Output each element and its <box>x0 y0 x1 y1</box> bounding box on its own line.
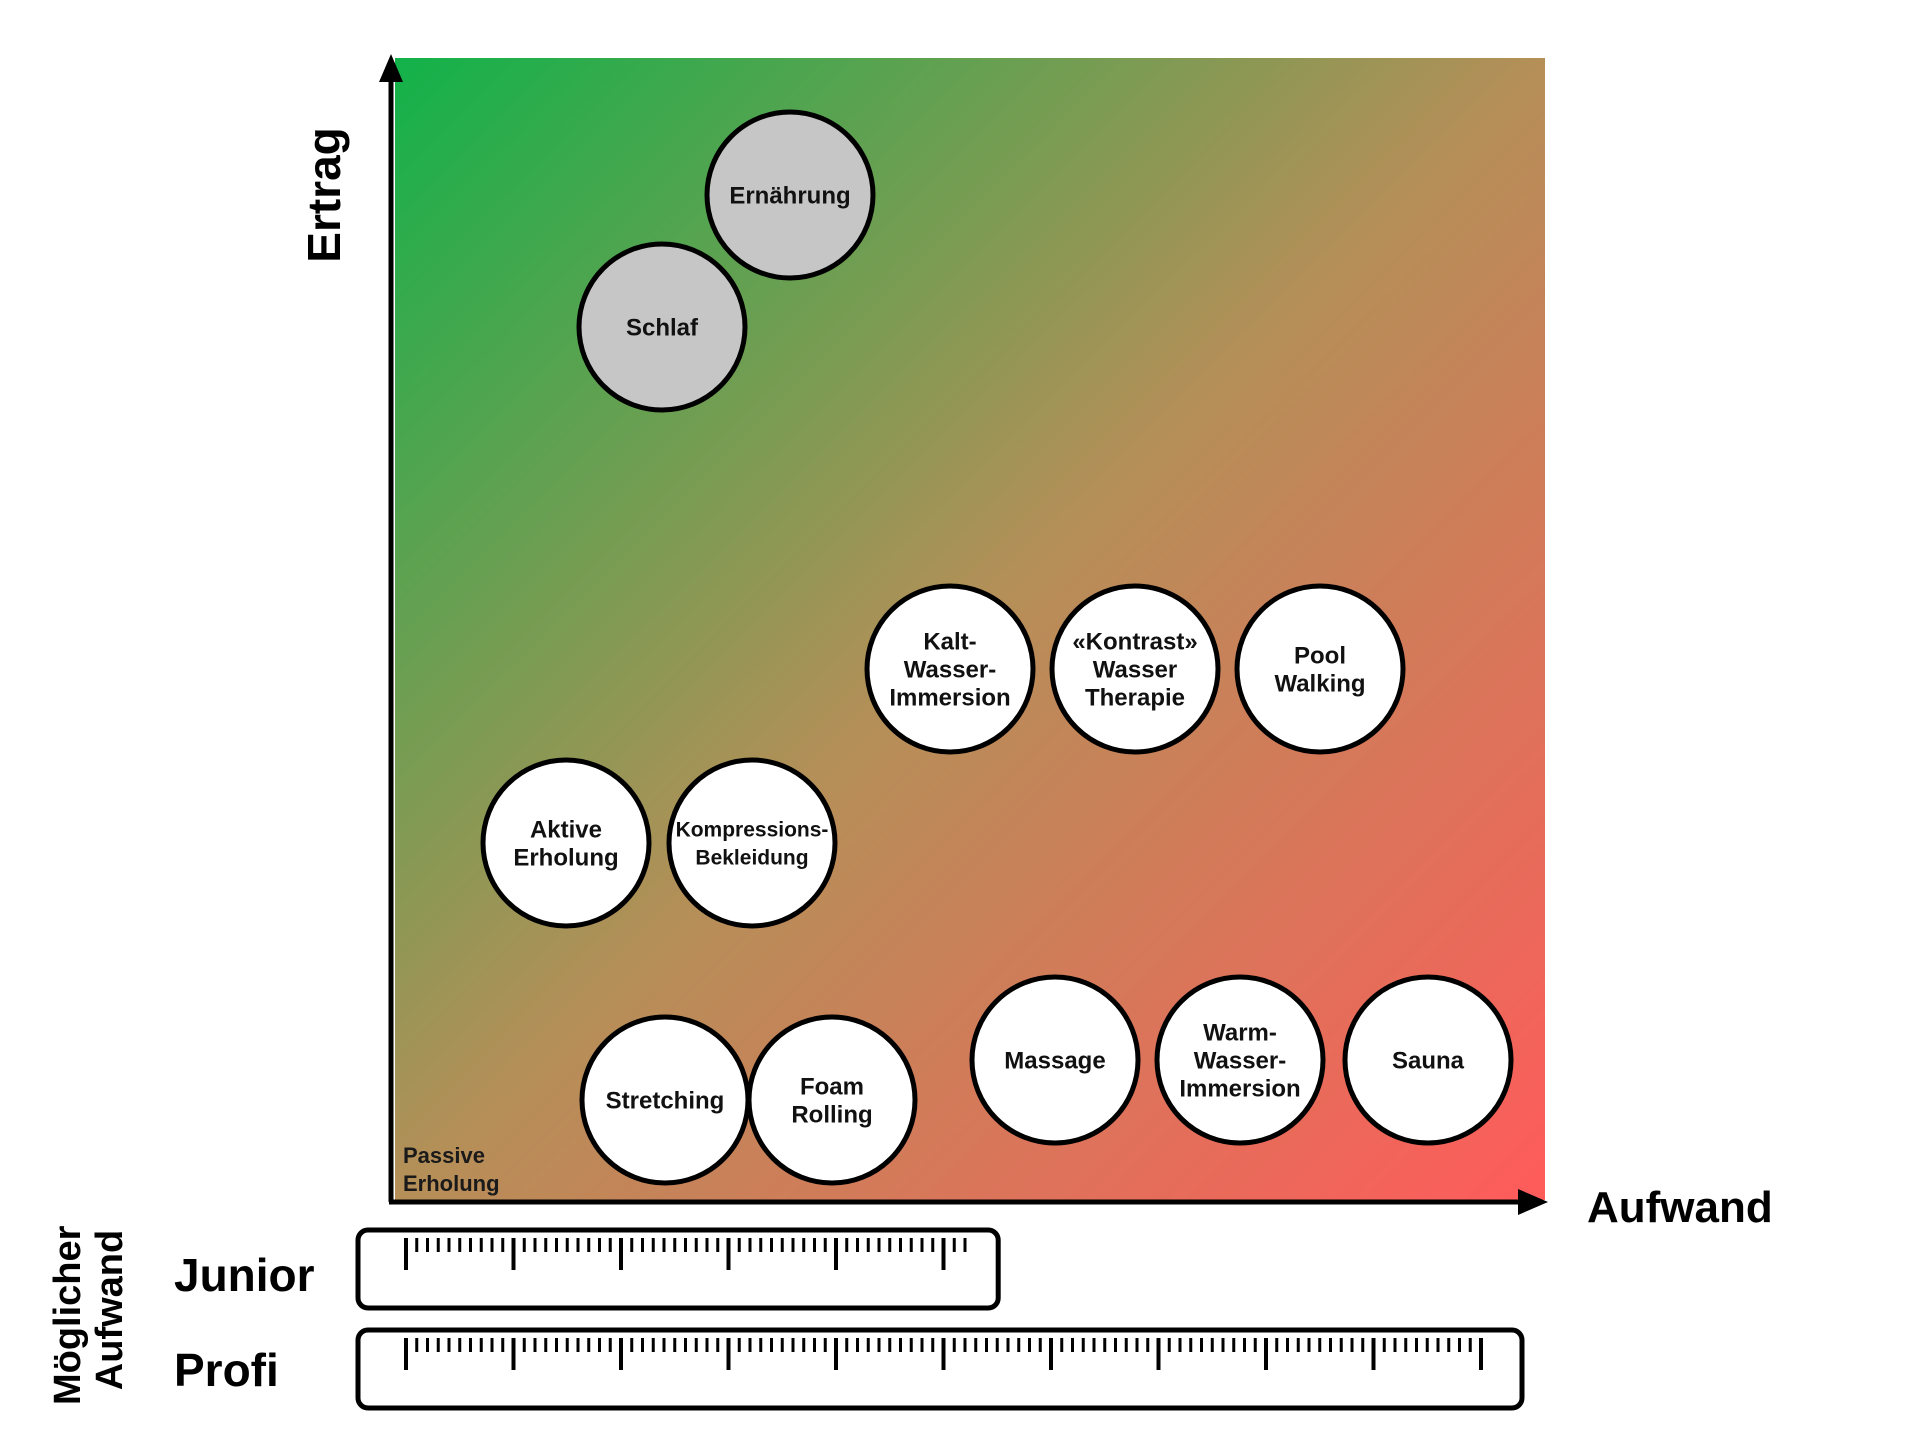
item-bubble-label: Rolling <box>791 1101 872 1128</box>
item-bubble-label: Kalt- <box>923 628 976 655</box>
corner-label-line-2: Erholung <box>403 1171 500 1196</box>
x-axis-label: Aufwand <box>1587 1183 1773 1232</box>
item-bubble-label: Wasser <box>1093 656 1178 683</box>
item-bubble-label: Immersion <box>889 684 1010 711</box>
item-bubble-label: Sauna <box>1392 1047 1465 1074</box>
effort-ruler-junior <box>355 1227 1001 1311</box>
item-bubble-label: Massage <box>1004 1047 1105 1074</box>
effort-section-label: Möglicher Aufwand <box>47 1215 131 1405</box>
item-bubble-label: Ernährung <box>729 182 850 209</box>
item-bubble-circle <box>864 583 1036 755</box>
item-bubble-circle <box>969 974 1141 1146</box>
corner-label: Passive Erholung <box>403 1143 500 1196</box>
item-bubble-label: Warm- <box>1203 1019 1277 1046</box>
item-bubble-schlaf: Schlaf <box>576 241 748 413</box>
item-bubble-circle <box>1234 583 1406 755</box>
item-bubble-circle <box>1342 974 1514 1146</box>
effort-row-label-junior: Junior <box>174 1249 315 1301</box>
effort-row-label-profi: Profi <box>174 1344 279 1396</box>
item-bubble-label: Therapie <box>1085 684 1185 711</box>
y-axis-arrow-icon <box>379 54 403 82</box>
item-bubble-warm-wasser-immersion: Warm-Wasser-Immersion <box>1154 974 1326 1146</box>
y-axis-label: Ertrag <box>298 127 350 262</box>
item-bubble-label: Wasser- <box>904 656 996 683</box>
item-bubble-label: Stretching <box>606 1087 725 1114</box>
item-bubble-label: Erholung <box>513 844 618 871</box>
item-bubble-label: Foam <box>800 1073 864 1100</box>
item-bubble-kompressions-bekleidung: Kompressions- Bekleidung <box>666 757 838 929</box>
item-bubble-circle <box>1049 583 1221 755</box>
item-bubble-label: Kompressions- <box>676 818 829 841</box>
x-axis-arrow-icon <box>1518 1189 1548 1215</box>
effort-section-label-line-1: Möglicher <box>47 1225 89 1405</box>
item-bubble-label: «Kontrast» <box>1072 628 1197 655</box>
effort-ruler-profi <box>355 1327 1525 1411</box>
item-bubble-label: Walking <box>1274 670 1365 697</box>
item-bubble-label: Aktive <box>530 816 602 843</box>
effort-section-label-line-2: Aufwand <box>89 1230 131 1390</box>
item-bubble-massage: Massage <box>969 974 1141 1146</box>
item-bubble-label: Bekleidung <box>695 846 808 869</box>
item-bubble-circle <box>666 757 838 929</box>
item-bubble-label: Pool <box>1294 642 1346 669</box>
item-bubble-sauna: Sauna <box>1342 974 1514 1146</box>
effort-rulers <box>355 1227 1525 1411</box>
item-bubble-circle <box>480 757 652 929</box>
item-bubble-label: Schlaf <box>626 314 699 341</box>
item-bubbles: ErnährungSchlafKalt-Wasser-Immersion«Kon… <box>480 109 1514 1186</box>
item-bubble-circle <box>704 109 876 281</box>
item-bubble-label: Wasser- <box>1194 1047 1286 1074</box>
item-bubble-circle <box>746 1014 918 1186</box>
item-bubble-ernährung: Ernährung <box>704 109 876 281</box>
corner-label-line-1: Passive <box>403 1143 485 1168</box>
item-bubble-stretching: Stretching <box>579 1014 751 1186</box>
item-bubble-circle <box>576 241 748 413</box>
item-bubble-circle <box>1154 974 1326 1146</box>
item-bubble-label: Immersion <box>1179 1075 1300 1102</box>
item-bubble-kalt-wasser-immersion: Kalt-Wasser-Immersion <box>864 583 1036 755</box>
